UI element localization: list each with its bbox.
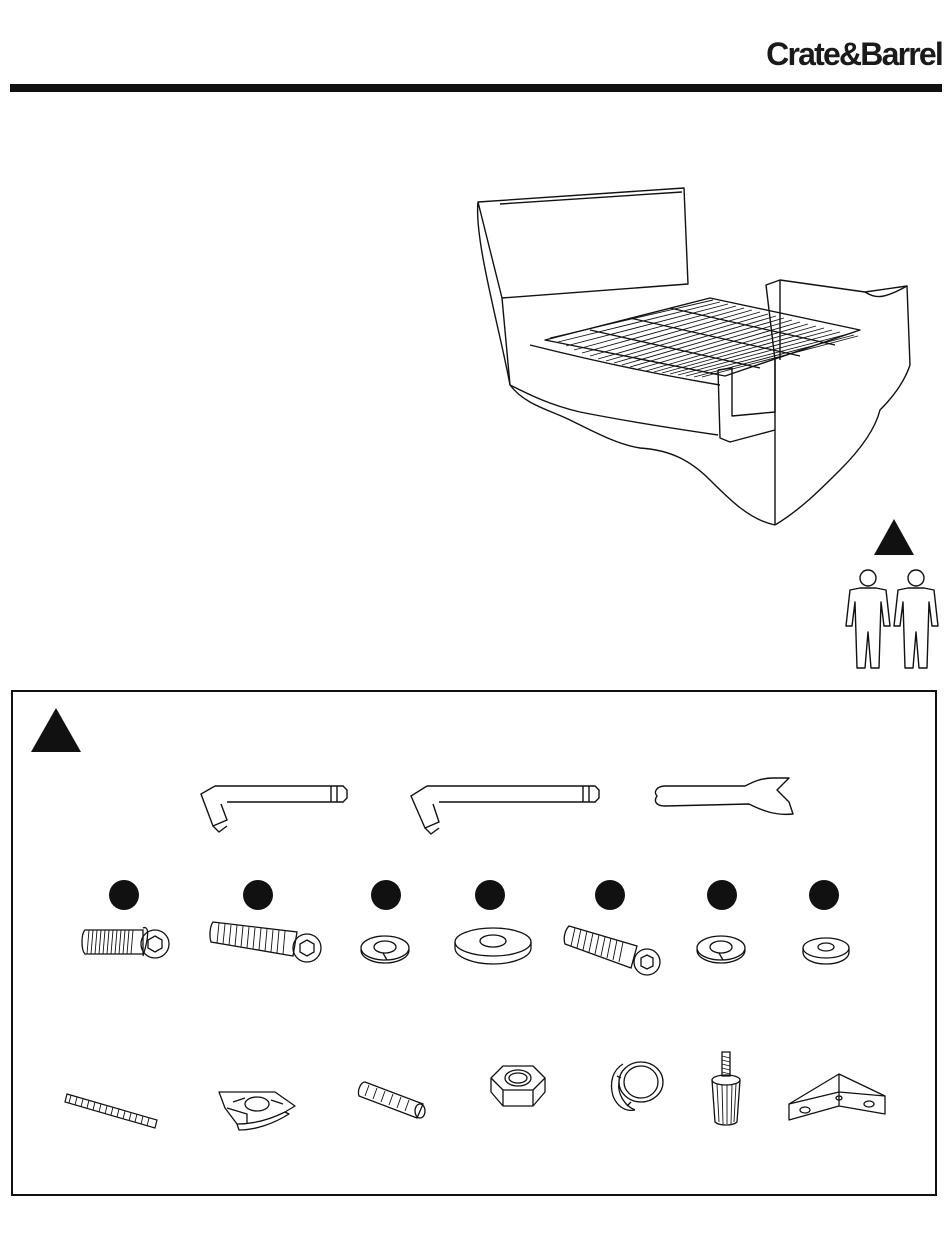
warning-triangle-icon [29, 706, 83, 754]
flat-washer-large-icon [451, 924, 535, 968]
bed-illustration [470, 180, 920, 530]
part-marker [475, 880, 505, 910]
brand-logo: Crate&Barrel [766, 36, 942, 73]
warning-triangle-icon [872, 517, 916, 557]
wrench-icon [649, 774, 799, 822]
lock-washer-small-icon [693, 932, 749, 968]
bolt-short-icon [79, 920, 173, 972]
dowel-icon [357, 1076, 433, 1124]
lock-washer-icon [357, 932, 413, 968]
part-marker [707, 880, 737, 910]
hex-key-short-icon [191, 780, 353, 834]
header-rule [10, 84, 942, 92]
threaded-rod-icon [63, 1088, 163, 1132]
flat-washer-small-icon [799, 934, 853, 968]
part-marker [595, 880, 625, 910]
bolt-medium-icon [563, 918, 663, 980]
part-marker [371, 880, 401, 910]
part-marker [243, 880, 273, 910]
hex-key-long-icon [401, 780, 607, 836]
parts-box [11, 690, 937, 1196]
part-marker [809, 880, 839, 910]
corner-brace-icon [785, 1070, 889, 1126]
hex-nut-icon [489, 1062, 549, 1114]
ring-cap-icon [603, 1058, 671, 1116]
part-marker [109, 880, 139, 910]
leveler-foot-icon [703, 1048, 749, 1132]
two-person-icon [836, 568, 944, 670]
bracket-plate-icon [217, 1084, 299, 1136]
bolt-long-icon [209, 916, 327, 972]
